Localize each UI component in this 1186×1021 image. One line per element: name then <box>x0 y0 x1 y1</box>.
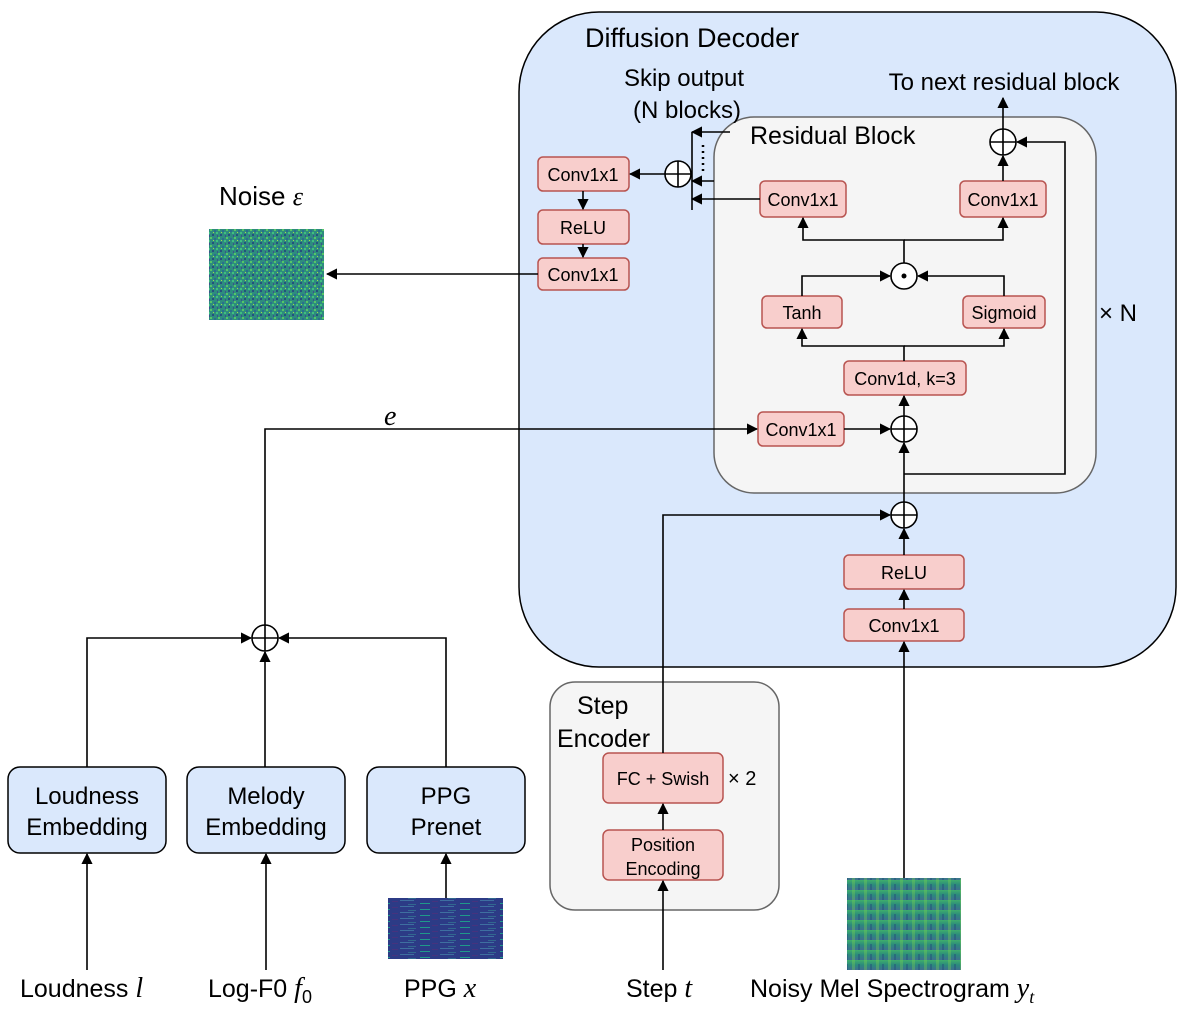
step-encoder-title-2: Encoder <box>557 725 650 753</box>
residual-repeat-label: × N <box>1099 300 1137 327</box>
cond-conv1x1-label: Conv1x1 <box>765 420 836 440</box>
sum-node-output <box>989 128 1017 156</box>
sum-node-embeddings <box>251 624 279 652</box>
sum-node-step <box>890 501 918 529</box>
loudness-embedding-label-2: Embedding <box>26 814 147 841</box>
next-block-label: To next residual block <box>889 69 1121 96</box>
melody-embedding-label-2: Embedding <box>205 814 326 841</box>
skip-conv1x1-a-label: Conv1x1 <box>547 165 618 185</box>
mel-input-label: Noisy Mel Spectrogram yt <box>750 973 1035 1007</box>
step-encoder-title-1: Step <box>577 692 628 720</box>
loudness-embedding-label-1: Loudness <box>35 783 139 810</box>
input-conv1x1-label: Conv1x1 <box>868 616 939 636</box>
sigmoid-label: Sigmoid <box>971 303 1036 323</box>
position-encoding-label-2: Encoding <box>625 859 700 879</box>
fc-swish-label: FC + Swish <box>617 769 710 789</box>
noise-label: Noise ε <box>219 181 304 211</box>
noise-image <box>209 229 324 320</box>
skip-conv1x1-b-label: Conv1x1 <box>547 265 618 285</box>
diffusion-decoder-title: Diffusion Decoder <box>585 23 799 53</box>
sum-node-skip <box>664 160 692 188</box>
skip-output-count: (N blocks) <box>633 97 741 124</box>
skip-relu-label: ReLU <box>560 218 606 238</box>
condition-label: e <box>384 401 396 432</box>
ppg-image <box>388 898 503 959</box>
connections <box>81 96 1066 970</box>
ppg-input-label: PPG x <box>404 973 477 1004</box>
sum-node-cond <box>890 415 918 443</box>
conv1d-label: Conv1d, k=3 <box>854 369 956 389</box>
position-encoding-label-1: Position <box>631 835 695 855</box>
mel-spectrogram-image <box>847 878 961 970</box>
res-conv1x1-skip-label: Conv1x1 <box>767 190 838 210</box>
product-node <box>890 262 918 290</box>
residual-block-title: Residual Block <box>750 122 916 150</box>
res-conv1x1-next-label: Conv1x1 <box>967 190 1038 210</box>
ppg-prenet-label-1: PPG <box>421 783 472 810</box>
ppg-prenet-label-2: Prenet <box>411 814 482 841</box>
skip-output-label: Skip output <box>624 65 744 92</box>
melody-embedding-label-1: Melody <box>227 783 304 810</box>
loudness-input-label: Loudness l <box>20 973 143 1004</box>
step-input-label: Step t <box>626 973 693 1004</box>
input-relu-label: ReLU <box>881 563 927 583</box>
tanh-label: Tanh <box>782 303 821 323</box>
fc-repeat-label: × 2 <box>728 768 756 790</box>
logf0-input-label: Log-F0 f0 <box>208 973 312 1007</box>
